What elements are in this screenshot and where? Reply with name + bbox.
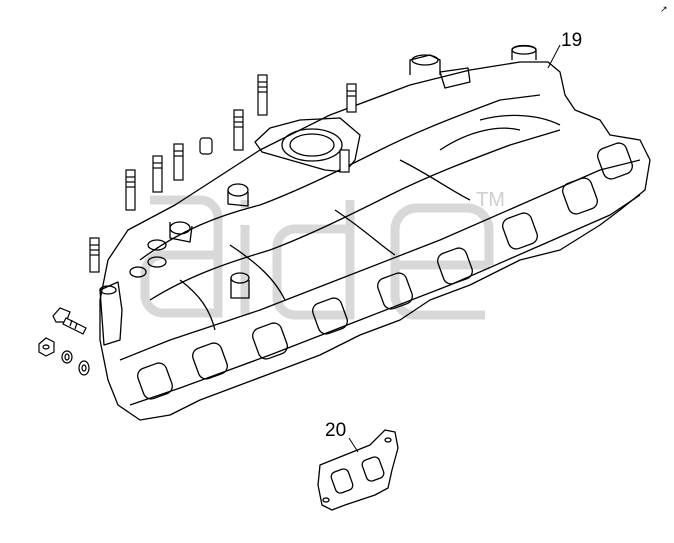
flat-washer — [78, 360, 90, 376]
leader-20 — [348, 437, 359, 453]
leader-19 — [547, 44, 561, 69]
stud-6 — [257, 74, 268, 116]
stud-8 — [199, 137, 213, 155]
bolt — [52, 307, 87, 335]
stud-2 — [125, 169, 136, 211]
stud-1 — [89, 237, 100, 273]
studs — [89, 74, 357, 273]
stud-4 — [173, 143, 184, 181]
leader-lines — [348, 44, 561, 453]
fasteners — [38, 307, 90, 376]
stud-9 — [339, 149, 350, 173]
stud-3 — [152, 155, 163, 193]
stud-5 — [233, 109, 244, 151]
manifold-gasket — [317, 429, 399, 511]
callout-19: 19 — [561, 30, 583, 51]
nut — [38, 337, 55, 357]
lock-washer — [61, 350, 73, 364]
exhaust-ports — [137, 142, 633, 400]
corner-mark: ↗ — [660, 4, 668, 14]
stud-7 — [346, 83, 357, 113]
trademark-mark: TM — [476, 189, 505, 211]
exhaust-manifold — [99, 44, 651, 421]
watermark-logo — [140, 195, 494, 320]
callout-20: 20 — [325, 420, 347, 441]
